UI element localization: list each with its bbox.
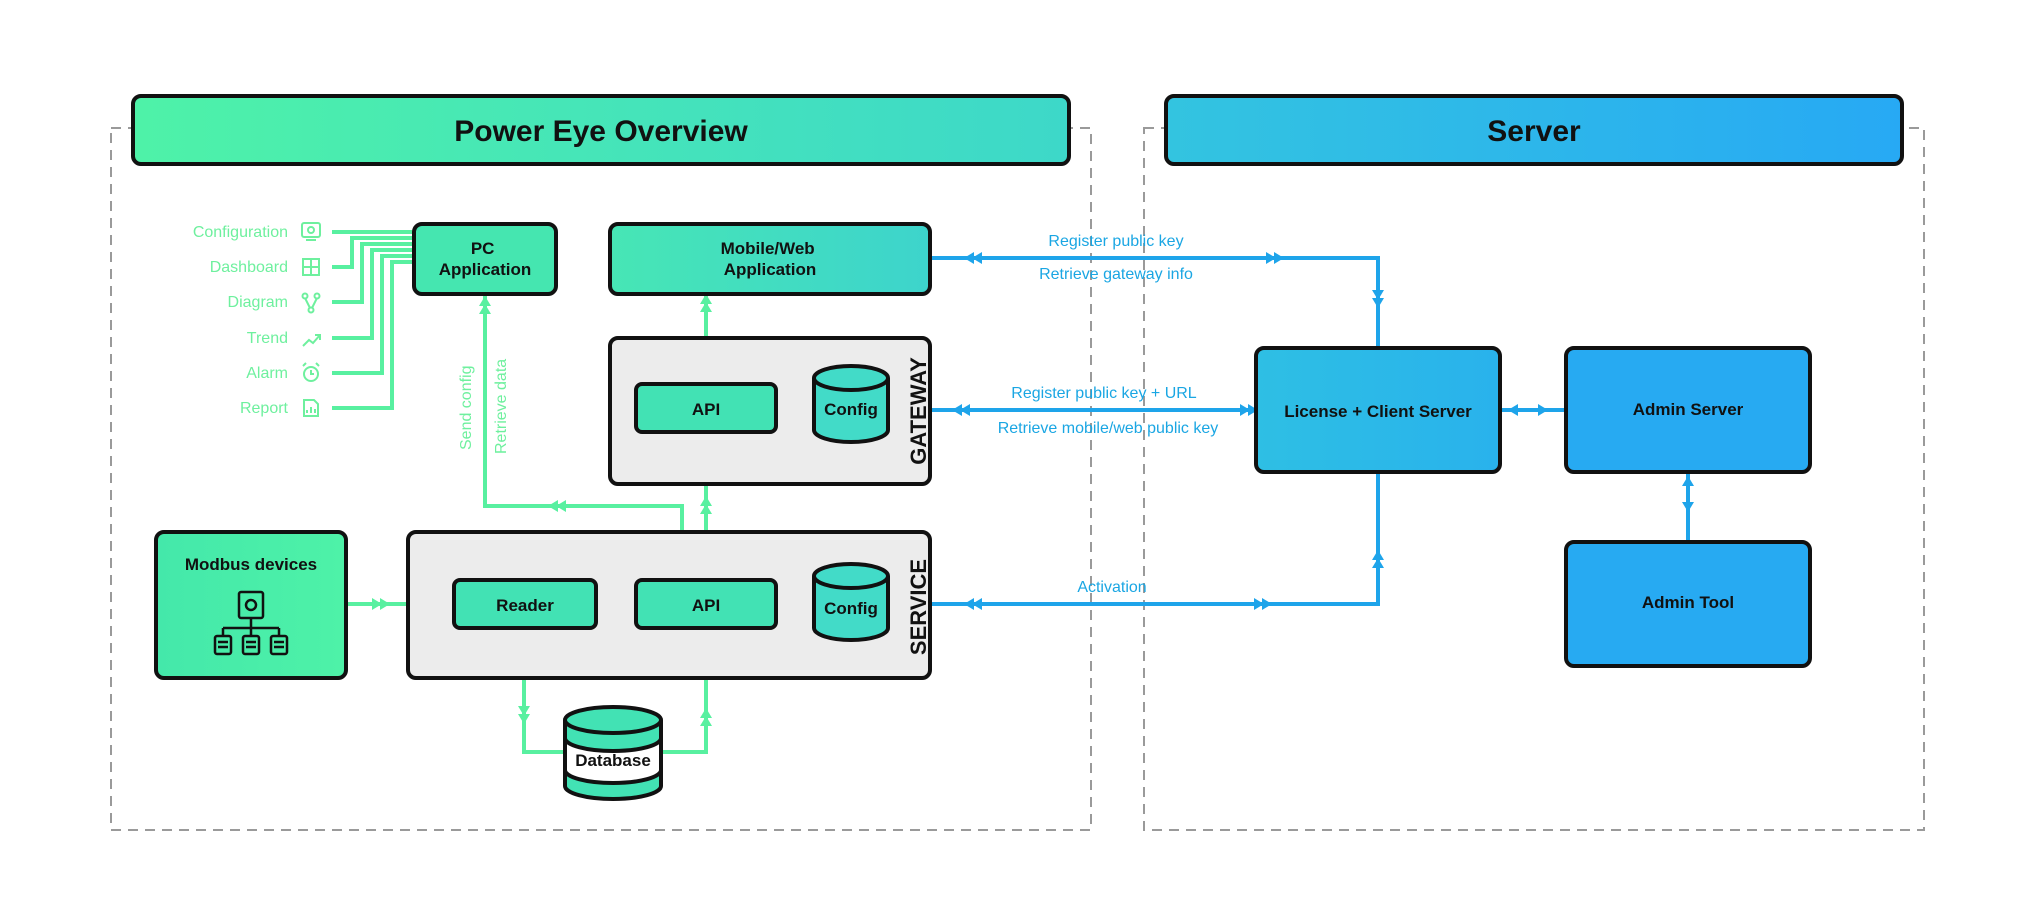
gateway-config-cylinder — [812, 364, 890, 444]
left-section-header — [131, 94, 1071, 166]
service-config-label: Config — [824, 599, 878, 618]
license-client-server-label: License + Client Server — [1284, 402, 1472, 421]
connector-mobile-to-license — [930, 256, 1380, 346]
admin-tool-box — [1564, 540, 1812, 668]
arrow-admin-right — [1538, 404, 1548, 416]
arrow-mobile-left — [964, 252, 974, 264]
diagram-icon — [301, 292, 321, 314]
network-devices-icon — [213, 590, 289, 656]
pc-feature-list: Configuration Dashboard Diagram Trend Al… — [193, 222, 321, 417]
report-icon — [303, 399, 319, 417]
arrow-svc-left — [964, 598, 974, 610]
arrow-up-pc-2 — [479, 304, 491, 314]
left-section-title: Power Eye Overview — [454, 115, 748, 148]
label-retrieve-data: Retrieve data — [493, 359, 510, 454]
arrow-up-mobile — [700, 294, 712, 304]
service-group-label: SERVICE — [906, 559, 931, 655]
arrow-up-mobile-2 — [700, 302, 712, 312]
arrow-admin-left — [1508, 404, 1518, 416]
arrow-svc-up — [1372, 550, 1384, 560]
arrow-gw-left-2 — [960, 404, 970, 416]
arrow-mobile-right — [1266, 252, 1276, 264]
arrow-gw-right — [1240, 404, 1250, 416]
admin-server-label: Admin Server — [1633, 400, 1744, 419]
admin-server-box — [1564, 346, 1812, 474]
connector-report — [332, 260, 412, 410]
mobile-web-application-label: Mobile/Web Application — [721, 239, 820, 279]
service-config-cylinder — [812, 562, 890, 642]
label-register-public-key-url: Register public key + URL — [1011, 385, 1197, 402]
feature-label-dashboard: Dashboard — [210, 259, 288, 276]
alarm-icon — [302, 362, 320, 382]
gateway-api-box — [634, 382, 778, 434]
gateway-api-label: API — [692, 400, 720, 419]
database-label: Database — [575, 751, 651, 770]
feature-label-diagram: Diagram — [228, 294, 288, 311]
label-send-config: Send config — [458, 365, 475, 450]
arrow-db-api-2 — [700, 716, 712, 726]
feature-label-alarm: Alarm — [246, 365, 288, 382]
arrow-db-api — [700, 708, 712, 718]
arrow-mobile-left-2 — [972, 252, 982, 264]
dashboard-icon — [302, 258, 320, 276]
arrow-gw-left — [952, 404, 962, 416]
service-api-box — [634, 578, 778, 630]
connector-dashboard — [332, 236, 412, 269]
service-api-label: API — [692, 596, 720, 615]
feature-label-trend: Trend — [247, 330, 288, 347]
modbus-devices-label: Modbus devices — [185, 555, 317, 574]
arrow-modbus-reader-2 — [380, 598, 390, 610]
arrow-tool-down — [1682, 502, 1694, 512]
connector-alarm — [332, 254, 412, 375]
arrow-mobile-right-2 — [1274, 252, 1284, 264]
arrow-svc-up-2 — [1372, 558, 1384, 568]
blue-arrowheads — [952, 252, 1694, 610]
service-reader-box — [452, 578, 598, 630]
arrow-up-gateway — [700, 496, 712, 506]
connector-service-to-license — [930, 472, 1380, 606]
right-section-frame — [1143, 127, 1925, 831]
service-reader-label: Reader — [496, 596, 554, 615]
modbus-devices-box — [154, 530, 348, 680]
label-retrieve-mobile-web-public-key: Retrieve mobile/web public key — [998, 420, 1219, 437]
right-section-title: Server — [1487, 115, 1581, 148]
admin-tool-label: Admin Tool — [1642, 593, 1734, 612]
arrow-up-gateway-2 — [700, 504, 712, 514]
license-client-server-box — [1254, 346, 1502, 474]
gateway-config-label: Config — [824, 400, 878, 419]
label-retrieve-gateway-info: Retrieve gateway info — [1039, 266, 1193, 283]
configuration-icon — [301, 222, 321, 241]
arrow-left-pc-line-2 — [556, 500, 566, 512]
left-section-frame — [110, 127, 1092, 831]
pc-application-label: PC Application — [439, 239, 532, 279]
arrow-reader-db — [518, 706, 530, 716]
mobile-web-application-box — [608, 222, 932, 296]
arrow-mobile-down — [1372, 290, 1384, 300]
arrow-svc-left-2 — [972, 598, 982, 610]
feature-label-report: Report — [240, 400, 289, 417]
label-activation: Activation — [1077, 579, 1146, 596]
arrow-gw-right-2 — [1248, 404, 1258, 416]
arrow-modbus-reader — [372, 598, 382, 610]
connector-diagram — [332, 242, 412, 304]
arrow-tool-up — [1682, 476, 1694, 486]
label-register-public-key: Register public key — [1048, 233, 1183, 250]
right-section-header — [1164, 94, 1904, 166]
gateway-group-label: GATEWAY — [906, 357, 931, 465]
arrow-svc-right-2 — [1262, 598, 1272, 610]
arrow-svc-right — [1254, 598, 1264, 610]
trend-icon — [302, 334, 321, 347]
arrow-left-pc-line — [548, 500, 558, 512]
feature-label-configuration: Configuration — [193, 224, 288, 241]
database-cylinder — [563, 705, 663, 801]
arrow-mobile-down-2 — [1372, 298, 1384, 308]
connector-trend — [332, 248, 412, 340]
pc-application-box — [412, 222, 558, 296]
arrow-up-pc — [479, 296, 491, 306]
arrow-reader-db-2 — [518, 714, 530, 724]
